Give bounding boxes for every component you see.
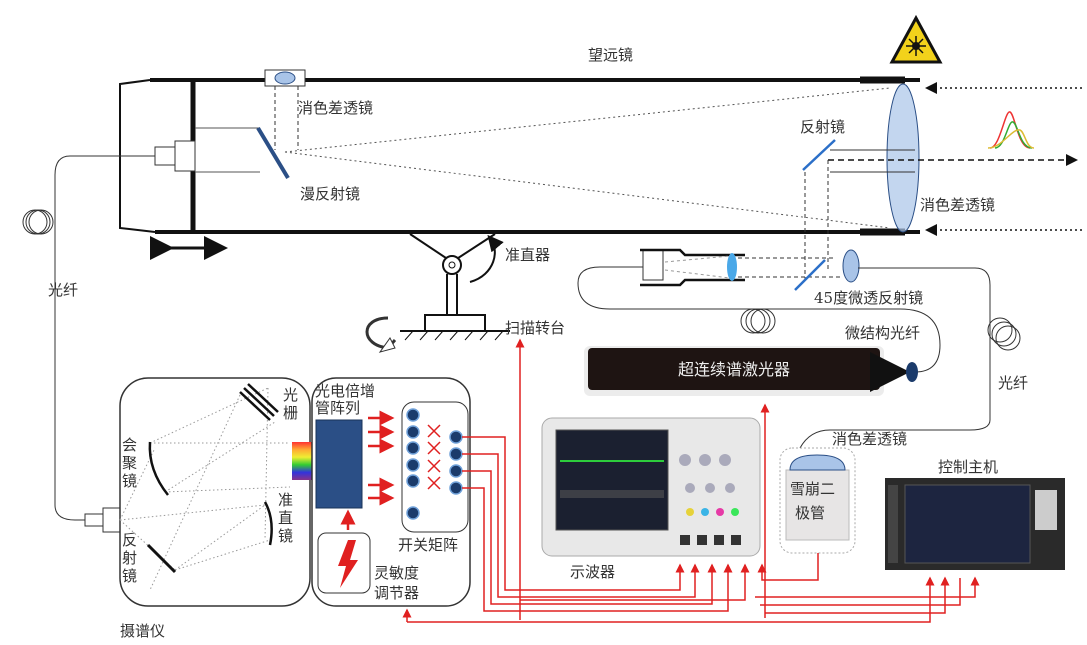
reflect-mirror [146, 543, 177, 574]
supercontinuum-laser [584, 346, 918, 396]
spectrograph [119, 377, 314, 607]
label-oscilloscope: 示波器 [570, 563, 615, 581]
label-mirror-45: 45度微透反射镜 [814, 289, 923, 307]
scan-turntable [400, 233, 510, 341]
reflector-mirror [802, 139, 836, 171]
label-telescope: 望远镜 [588, 46, 633, 64]
label-achromat-apd: 消色差透镜 [832, 430, 907, 448]
label-fiber-right: 光纤 [998, 374, 1028, 392]
rotation-arrow-icon [365, 316, 397, 353]
label-converging-3: 镜 [122, 472, 137, 490]
label-diffuse-mirror: 漫反射镜 [300, 185, 360, 203]
label-achromat-right: 消色差透镜 [920, 196, 995, 214]
label-converging-2: 聚 [122, 454, 137, 472]
lightning-icon [338, 540, 358, 588]
label-scan-turntable: 扫描转台 [505, 319, 565, 337]
control-host [885, 478, 1065, 570]
label-fiber-left: 光纤 [48, 281, 78, 299]
label-apd-1: 雪崩二 [790, 480, 835, 498]
label-collimating-3: 镜 [278, 527, 293, 545]
label-sensitivity-2: 调节器 [374, 584, 419, 602]
oscilloscope [541, 417, 761, 557]
label-sensitivity-1: 灵敏度 [374, 564, 419, 582]
telescope [119, 69, 1082, 280]
label-achromat-top: 消色差透镜 [298, 99, 373, 117]
label-reflect-2: 射 [122, 549, 137, 567]
signal-wires [402, 338, 980, 623]
label-reflector: 反射镜 [800, 118, 845, 136]
label-reflect-3: 镜 [122, 567, 137, 585]
diffuse-mirror [256, 126, 290, 180]
spectrum-curve-icon [987, 111, 1035, 149]
label-collimator: 准直器 [505, 246, 550, 264]
pmt-array [315, 419, 363, 509]
laser-warning-icon [889, 14, 943, 64]
label-spectrograph: 摄谱仪 [120, 622, 165, 640]
converging-mirror [148, 441, 169, 496]
achromat-lens-main [886, 83, 920, 233]
detector-unit [311, 377, 471, 607]
label-grating-2: 栅 [283, 404, 298, 422]
label-collimating-1: 准 [278, 491, 293, 509]
label-reflect-1: 反 [122, 531, 137, 549]
label-microstructure-fiber: 微结构光纤 [845, 324, 920, 342]
grating [239, 383, 279, 421]
spectrum-band [292, 442, 314, 480]
label-switch-matrix: 开关矩阵 [398, 536, 458, 554]
label-converging-1: 会 [122, 436, 137, 454]
label-control-host: 控制主机 [938, 458, 998, 476]
collimating-mirror [263, 501, 273, 546]
mirror-45 [794, 259, 826, 291]
label-pmt-2: 管阵列 [315, 399, 360, 417]
label-collimating-2: 直 [278, 509, 293, 527]
label-apd-2: 极管 [795, 504, 825, 522]
avalanche-photodiode [779, 447, 856, 554]
label-pmt-1: 光电倍增 [315, 382, 375, 400]
fiber-left [22, 155, 155, 533]
label-supercontinuum-laser: 超连续谱激光器 [678, 360, 790, 379]
label-grating-1: 光 [283, 386, 298, 404]
transmitter-optics [577, 248, 1021, 449]
